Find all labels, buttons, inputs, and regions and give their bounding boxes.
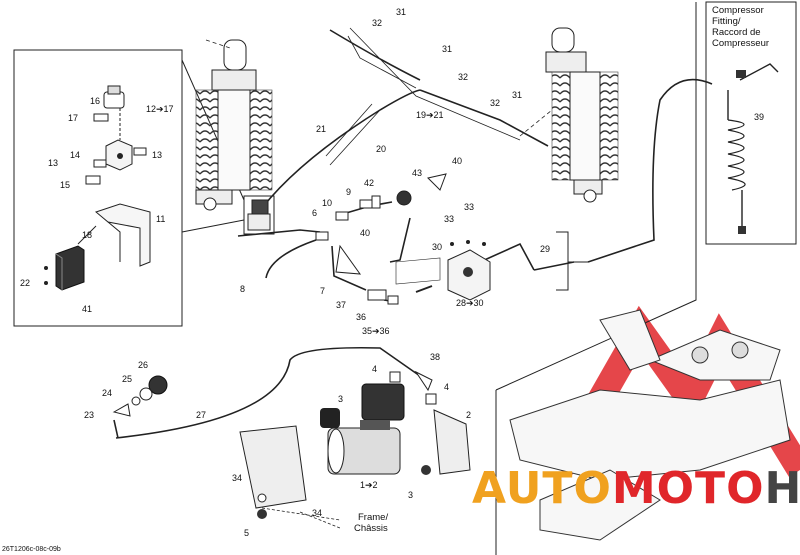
valve-detail-box bbox=[13, 49, 245, 327]
callout-12-17: 12➔17 bbox=[146, 104, 174, 114]
callout-31a: 31 bbox=[396, 7, 406, 17]
callout-13b: 13 bbox=[152, 150, 162, 160]
fittings-middle bbox=[315, 173, 447, 305]
callout-34a: 34 bbox=[232, 473, 242, 483]
frame-label: Frame/ Châssis bbox=[354, 512, 388, 534]
callout-32c: 32 bbox=[490, 98, 500, 108]
callout-18: 18 bbox=[82, 230, 92, 240]
callout-2: 2 bbox=[466, 410, 471, 420]
callout-27: 27 bbox=[196, 410, 206, 420]
compressor-caption-line-4: Compresseur bbox=[712, 38, 769, 49]
callout-33b: 33 bbox=[464, 202, 474, 212]
callout-3b: 3 bbox=[408, 490, 413, 500]
drawing-code: 26T1206c-08c-09b bbox=[2, 546, 61, 553]
callout-16: 16 bbox=[90, 96, 100, 106]
callout-20: 20 bbox=[376, 144, 386, 154]
callout-11: 11 bbox=[156, 214, 165, 224]
callout-28-30: 28➔30 bbox=[456, 298, 484, 308]
callout-24: 24 bbox=[102, 388, 112, 398]
watermark-text: AUTOMOTOHUB bbox=[472, 463, 800, 514]
bracket-28 bbox=[395, 240, 491, 301]
callout-32a: 32 bbox=[372, 18, 382, 28]
callout-32b: 32 bbox=[458, 72, 468, 82]
callout-40b: 40 bbox=[360, 228, 370, 238]
callout-29: 29 bbox=[540, 244, 550, 254]
valve-block-8 bbox=[243, 195, 275, 235]
right-shock-absorber bbox=[545, 27, 619, 203]
callout-25: 25 bbox=[122, 374, 132, 384]
detail-bracket-29 bbox=[556, 231, 588, 291]
callout-43: 43 bbox=[412, 168, 422, 178]
compressor-caption-line-3: Raccord de bbox=[712, 27, 761, 38]
frame-detail-box bbox=[495, 2, 697, 555]
callout-33a: 33 bbox=[444, 214, 454, 224]
callout-labels: 31 32 31 32 31 32 19➔21 21 20 43 40 42 1… bbox=[20, 7, 764, 538]
callout-22: 22 bbox=[20, 278, 30, 288]
watermark-part-moto: MOTO bbox=[612, 463, 765, 514]
callout-34b: 34 bbox=[312, 508, 322, 518]
callout-6: 6 bbox=[312, 208, 317, 218]
callout-41: 41 bbox=[82, 304, 92, 314]
callout-4a: 4 bbox=[372, 364, 377, 374]
callout-40a: 40 bbox=[452, 156, 462, 166]
callout-42: 42 bbox=[364, 178, 374, 188]
callout-31c: 31 bbox=[512, 90, 522, 100]
callout-19-21: 19➔21 bbox=[416, 110, 444, 120]
callout-39: 39 bbox=[754, 112, 764, 122]
callout-13a: 13 bbox=[48, 158, 58, 168]
watermark-part-hub: HUB bbox=[764, 463, 800, 514]
frame-label-line-2: Châssis bbox=[354, 523, 388, 534]
compressor-assembly bbox=[112, 370, 471, 529]
left-shock-absorber bbox=[195, 39, 273, 211]
callout-4b: 4 bbox=[444, 382, 449, 392]
callout-35-36: 35➔36 bbox=[362, 326, 390, 336]
frame-label-line-1: Frame/ bbox=[358, 512, 388, 523]
callout-1-2: 1➔2 bbox=[360, 480, 378, 490]
air-hoses bbox=[113, 29, 713, 439]
callout-17: 17 bbox=[68, 113, 78, 123]
callout-38: 38 bbox=[430, 352, 440, 362]
callout-10: 10 bbox=[322, 198, 332, 208]
callout-37: 37 bbox=[336, 300, 346, 310]
compressor-fitting-box bbox=[705, 1, 797, 245]
callout-36: 36 bbox=[356, 312, 366, 322]
callout-5: 5 bbox=[244, 528, 249, 538]
compressor-caption-line-2: Fitting/ bbox=[712, 16, 741, 27]
callout-8: 8 bbox=[240, 284, 245, 294]
compressor-caption-line-1: Compressor bbox=[712, 5, 764, 16]
callout-30: 30 bbox=[432, 242, 442, 252]
callout-15: 15 bbox=[60, 180, 70, 190]
callout-21: 21 bbox=[316, 124, 326, 134]
callout-9: 9 bbox=[346, 187, 351, 197]
callout-14: 14 bbox=[70, 150, 80, 160]
callout-23: 23 bbox=[84, 410, 94, 420]
callout-31b: 31 bbox=[442, 44, 452, 54]
callout-7: 7 bbox=[320, 286, 325, 296]
compressor-fitting-caption: Compressor Fitting/ Raccord de Compresse… bbox=[712, 5, 769, 49]
callout-26: 26 bbox=[138, 360, 148, 370]
watermark-part-auto: AUTO bbox=[472, 463, 612, 514]
chassis-frame bbox=[509, 309, 791, 541]
callout-3a: 3 bbox=[338, 394, 343, 404]
